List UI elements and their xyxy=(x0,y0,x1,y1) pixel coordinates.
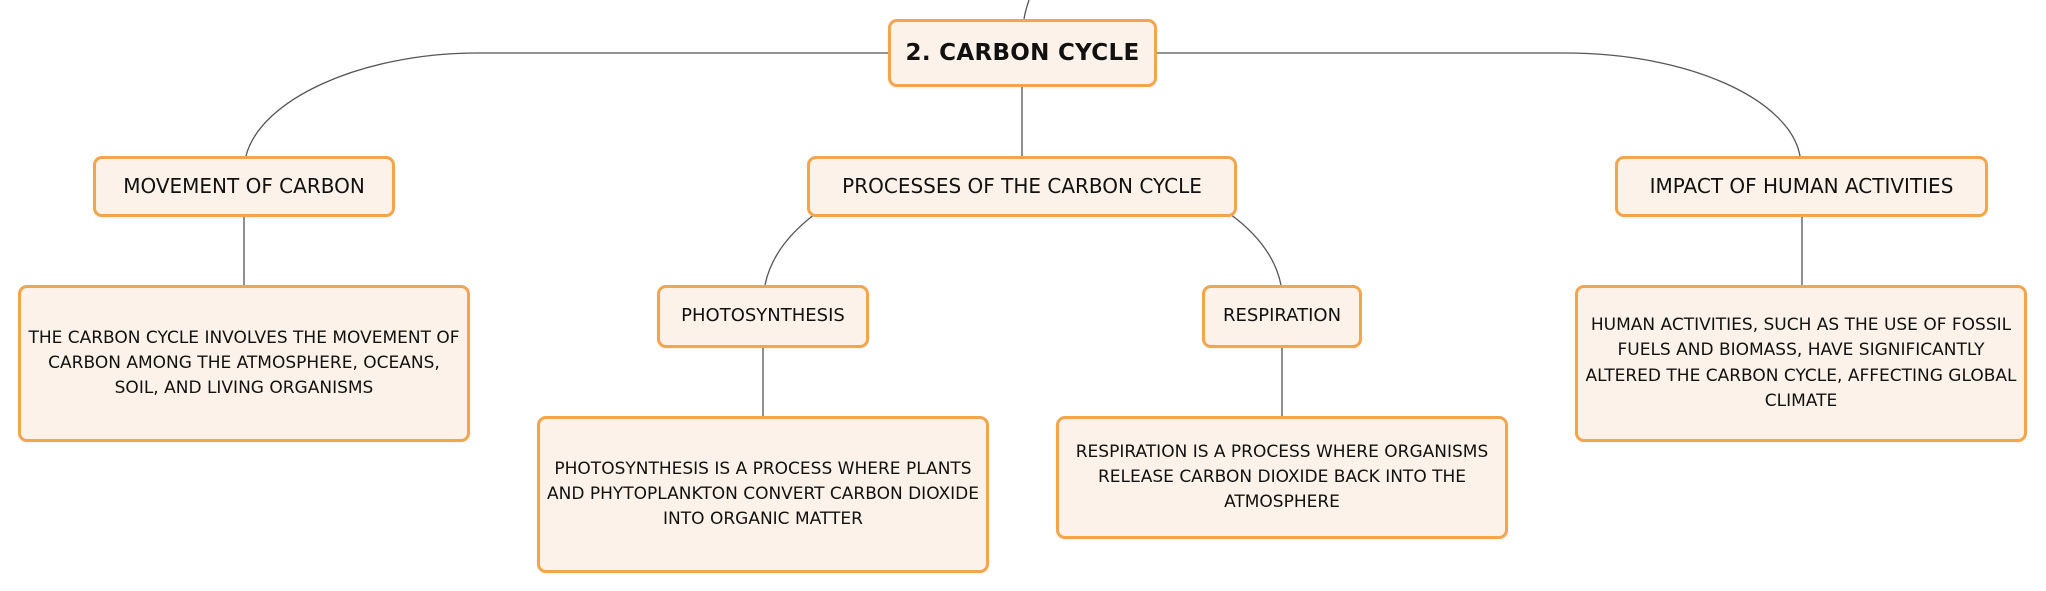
movement-description-node[interactable]: THE CARBON CYCLE INVOLVES THE MOVEMENT O… xyxy=(18,285,470,442)
connector-processes-to-photosynthesis xyxy=(764,213,816,286)
photosynthesis-node[interactable]: PHOTOSYNTHESIS xyxy=(657,285,869,348)
movement-description-text: THE CARBON CYCLE INVOLVES THE MOVEMENT O… xyxy=(28,327,460,399)
impact-of-human-activities-label: IMPACT OF HUMAN ACTIVITIES xyxy=(1649,173,1954,198)
respiration-node[interactable]: RESPIRATION xyxy=(1202,285,1362,348)
processes-label: PROCESSES OF THE CARBON CYCLE xyxy=(842,173,1202,198)
connector-parent-to-root xyxy=(1023,0,1030,20)
impact-description-node[interactable]: HUMAN ACTIVITIES, SUCH AS THE USE OF FOS… xyxy=(1575,285,2027,442)
respiration-description-text: RESPIRATION IS A PROCESS WHERE ORGANISMS… xyxy=(1075,441,1489,513)
root-node-label: 2. CARBON CYCLE xyxy=(905,39,1140,66)
movement-of-carbon-node[interactable]: MOVEMENT OF CARBON xyxy=(93,156,395,217)
connector-root-to-movement xyxy=(245,52,888,157)
photosynthesis-label: PHOTOSYNTHESIS xyxy=(681,305,845,327)
connector-processes-to-respiration xyxy=(1229,213,1282,286)
root-node[interactable]: 2. CARBON CYCLE xyxy=(888,19,1157,87)
impact-of-human-activities-node[interactable]: IMPACT OF HUMAN ACTIVITIES xyxy=(1615,156,1988,217)
photosynthesis-description-text: PHOTOSYNTHESIS IS A PROCESS WHERE PLANTS… xyxy=(547,458,979,530)
photosynthesis-description-node[interactable]: PHOTOSYNTHESIS IS A PROCESS WHERE PLANTS… xyxy=(537,416,989,573)
respiration-label: RESPIRATION xyxy=(1222,305,1342,327)
respiration-description-node[interactable]: RESPIRATION IS A PROCESS WHERE ORGANISMS… xyxy=(1056,416,1508,539)
connector-root-to-impact xyxy=(1157,52,1801,157)
processes-node[interactable]: PROCESSES OF THE CARBON CYCLE xyxy=(807,156,1237,217)
movement-of-carbon-label: MOVEMENT OF CARBON xyxy=(123,173,365,198)
impact-description-text: HUMAN ACTIVITIES, SUCH AS THE USE OF FOS… xyxy=(1585,315,2017,411)
